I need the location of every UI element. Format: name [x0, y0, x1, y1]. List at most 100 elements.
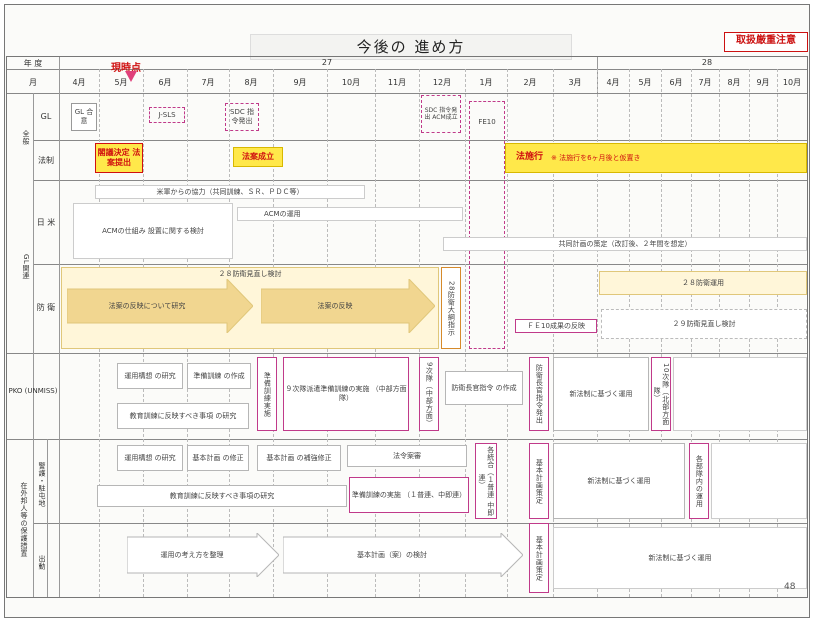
houan-seiritsu-box: 法案成立	[233, 147, 283, 167]
row-label-housei: 法制	[38, 156, 54, 165]
now-marker-label: 現時点	[111, 63, 141, 74]
month-header: 11月	[387, 78, 407, 87]
row-divider	[33, 264, 807, 265]
z-hanei-kenkyuu-box: 教育訓練に反映すべき事項の研究	[97, 485, 347, 507]
z-kihon-box: 基本計画 の修正	[187, 445, 249, 471]
month-header: 8月	[244, 78, 258, 87]
row-label-nichibei: 日 米	[36, 218, 56, 227]
month-header: 8月	[727, 78, 741, 87]
kakugi-kettei-box: 閣議決定 法案提出	[95, 143, 143, 173]
s-kihon-hatsurei-box: 基本計画策定	[529, 523, 549, 593]
month-header: 7月	[201, 78, 215, 87]
month-divider	[465, 69, 466, 597]
s-kihon-arrow	[283, 533, 523, 577]
z-junbi-jisshi-box: 準備訓練の実施 （１普連、中即連）	[349, 477, 469, 513]
fe-hanei-box: ＦＥ10成果の反映	[515, 319, 597, 333]
row-label-shutsudou: 出動	[38, 554, 46, 570]
s-kihon-label: 基本計画（案）の検討	[357, 550, 427, 559]
kyoudou-keikaku-box: 共同計画の策定（改訂後、２年間を想定）	[443, 237, 807, 251]
h28-unyou-box: ２８防衛運用	[599, 271, 807, 295]
row-label-pko: PKO (UNMISS)	[8, 387, 58, 395]
month-header: 2月	[523, 78, 537, 87]
pko-9ji-box: ９次隊派遣準備訓練の実施 （中部方面隊）	[283, 357, 409, 431]
z-shinhousei-box: 新法制に基づく運用	[553, 443, 685, 519]
row-divider	[7, 353, 807, 354]
pko-shiji-box: 防衛長官指令 の作成	[445, 371, 523, 405]
s-shinhousei-box: 新法制に基づく運用	[553, 527, 807, 589]
z-kihon2-box: 基本計画 の補強修正	[257, 445, 341, 471]
hou-shikou-label: 法施行	[516, 152, 544, 163]
s-kangaekata-arrow	[127, 533, 279, 577]
month-header: 3月	[568, 78, 582, 87]
month-header: 1月	[479, 78, 493, 87]
month-header: 6月	[669, 78, 683, 87]
z-kakushou-box: 各統合（１普連 中即連）	[475, 443, 497, 519]
month-header: 4月	[72, 78, 86, 87]
row-label-keibi: 警護・駐屯地	[38, 461, 46, 507]
month-divider	[507, 69, 508, 597]
row-divider	[7, 93, 807, 94]
col-divider	[59, 57, 60, 597]
houan-hanei-kenkyuu-label: 法案の反映について研究	[108, 301, 186, 310]
z-houreian-box: 法令案審	[347, 445, 467, 467]
page-title: 今後の 進め方	[250, 34, 572, 60]
now-marker-arrow-icon	[125, 71, 137, 82]
page-number: 48	[784, 582, 796, 592]
month-header: 5月	[114, 78, 128, 87]
row-divider	[7, 439, 807, 440]
month-divider	[553, 69, 554, 597]
year-label: 年 度	[23, 59, 43, 68]
month-label: 月	[29, 78, 37, 87]
acm-unyou-box: ACMの運用	[237, 207, 463, 221]
month-header: 4月	[606, 78, 620, 87]
hou-shikou-box: 法施行 ※ 法施行を6ヶ月後と仮置き	[505, 143, 807, 173]
pko-shinhousei-2-box	[673, 357, 807, 431]
row-label-zaigai: 在外邦人等の保護措置	[20, 481, 28, 557]
row-divider	[33, 140, 807, 141]
fy-28: 28	[701, 58, 713, 67]
row-label-gl: GL	[40, 112, 52, 121]
houan-hanei-label: 法案の反映	[317, 301, 353, 310]
month-header: 6月	[158, 78, 172, 87]
pko-hanei-kenkyuu-box: 教育訓練に反映すべき事項 の研究	[117, 403, 249, 429]
row-divider	[33, 180, 807, 181]
sdc-box: SDC 指令発出	[225, 103, 259, 131]
row-divider	[33, 523, 807, 524]
fy-27: 27	[321, 58, 333, 67]
month-header: 12月	[432, 78, 452, 87]
sdc2-box: SDC 指令発出 ACM成立	[421, 95, 461, 133]
col-divider	[33, 93, 34, 597]
z-kanbu-box: 各部隊内の運用	[689, 443, 709, 519]
month-header: 10月	[341, 78, 361, 87]
beigun-kyouryoku-box: 米軍からの協力（共同訓練、ＳＲ、ＰＤＣ等）	[95, 185, 365, 199]
z-kihon-hatsurei-box: 基本計画策定	[529, 443, 549, 519]
confidential-stamp: 取扱厳重注意	[724, 32, 808, 52]
s-kangaekata-label: 運用の考え方を整理	[160, 550, 224, 559]
z-unyou-kousou-box: 運用構想 の研究	[117, 445, 183, 471]
col-divider	[47, 439, 48, 597]
h29-minaoshi-box: ２９防衛見直し検討	[601, 309, 807, 339]
pko-junbi-box: 準備訓練 の作成	[187, 363, 251, 389]
acm-kentou-box: ACMの仕組み 設置に関する検討	[73, 203, 233, 259]
row-divider	[7, 69, 807, 70]
houan-hanei-kenkyuu-arrow	[67, 279, 253, 333]
pko-hatsurei-box: 防衛長官指令発出	[529, 357, 549, 431]
h28-shiji-box: 28防衛大綱指示	[441, 267, 461, 349]
row-label-zenpan: 全般	[22, 129, 30, 145]
z-shinhousei-2-box	[711, 443, 807, 519]
month-header: 9月	[756, 78, 770, 87]
month-header: 10月	[782, 78, 802, 87]
month-header: 5月	[638, 78, 652, 87]
row-label-bouei: 防 衛	[36, 303, 56, 312]
shikou-note: ※ 法施行を6ヶ月後と仮置き	[551, 153, 641, 162]
fe-box: FE10	[469, 101, 505, 349]
month-header: 9月	[293, 78, 307, 87]
month-divider	[597, 69, 598, 597]
jsls-box: J-SLS	[149, 107, 185, 123]
pko-shinhousei-box: 新法制に基づく運用	[553, 357, 649, 431]
schedule-grid: 年 度 月 27 28 4月 5月 6月 7月 8月 9月 10月 11月 12…	[6, 56, 808, 598]
houan-hanei-arrow	[261, 279, 435, 333]
pko-10ji-box: 10次隊（北部方面隊）	[651, 357, 671, 431]
pko-9ji-v-box: 9次隊（中部方面）	[419, 357, 439, 431]
pko-junbi-jisshi-box: 準備訓練実施	[257, 357, 277, 431]
